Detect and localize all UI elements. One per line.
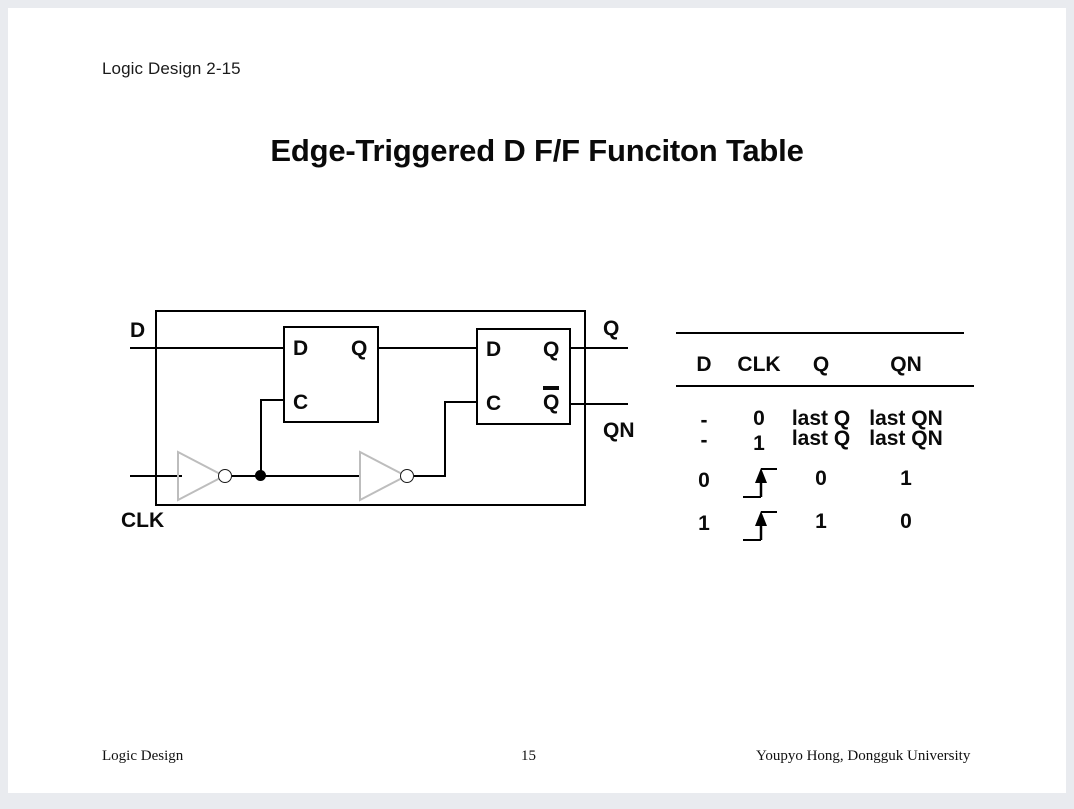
table-row: 1 [753, 432, 765, 455]
wire-master-q-to-slave-d [379, 347, 476, 349]
table-row: 1 [698, 512, 710, 535]
table-row: last QN [869, 407, 943, 430]
table-header-q: Q [812, 353, 830, 376]
table-row: - [700, 409, 708, 432]
clock-inverter-2-bubble [400, 469, 414, 483]
table-row: last QN [869, 427, 943, 450]
rising-edge-icon [743, 468, 777, 498]
wire-clk-input [130, 475, 182, 477]
table-header-clk: CLK [737, 353, 781, 376]
clock-inverter-1-bubble [218, 469, 232, 483]
footer-page-number: 15 [521, 748, 536, 764]
table-row: last Q [791, 427, 851, 450]
port-label-d: D [130, 319, 146, 342]
page-title: Edge-Triggered D F/F Funciton Table [270, 133, 804, 168]
function-table: D CLK Q QN - 0 last Q last QN - 1 last Q… [668, 323, 978, 558]
table-row: - [700, 429, 708, 452]
wire-inv2-out [414, 475, 446, 477]
wire-d-input [130, 347, 285, 349]
flipflop-outer-boundary [155, 310, 586, 506]
table-row: 0 [753, 407, 765, 430]
slave-latch-pin-q: Q [543, 338, 560, 361]
slave-latch-box [476, 328, 571, 425]
slide-header: Logic Design 2-15 [102, 59, 241, 78]
table-row: 0 [698, 469, 710, 492]
wire-inv2-to-slave-c [444, 401, 446, 477]
port-label-qn: QN [603, 419, 635, 442]
rising-edge-icon [743, 511, 777, 541]
master-latch-pin-c: C [293, 391, 309, 414]
footer-left: Logic Design [102, 748, 184, 764]
slave-latch-pin-qbar: Q [543, 386, 560, 413]
footer-right: Youpyo Hong, Dongguk University [756, 748, 971, 764]
table-row: 1 [815, 510, 827, 533]
table-row: 1 [900, 467, 912, 490]
clock-inverter-1-icon [177, 450, 227, 502]
master-latch-box [283, 326, 379, 423]
table-row: 0 [900, 510, 912, 533]
wire-qn-output [571, 403, 628, 405]
table-rule-header [676, 385, 974, 387]
wire-inv1-to-junction [232, 475, 265, 477]
wire-junction-to-master-c [260, 399, 262, 477]
slave-latch-pin-c: C [486, 392, 502, 415]
port-label-q: Q [603, 317, 620, 340]
slave-latch-pin-d: D [486, 338, 502, 361]
table-header-qn: QN [890, 353, 922, 376]
master-latch-pin-d: D [293, 337, 309, 360]
slide-canvas: Logic Design 2-15 Edge-Triggered D F/F F… [8, 8, 1066, 793]
table-header-d: D [696, 353, 712, 376]
wire-q-output [571, 347, 628, 349]
table-rule-top [676, 332, 964, 334]
master-latch-pin-q: Q [351, 337, 368, 360]
wire-to-slave-c [444, 401, 478, 403]
port-label-clk: CLK [121, 509, 165, 532]
table-row: 0 [815, 467, 827, 490]
circuit-diagram: D D C Q D C Q Q Q QN CLK [108, 298, 635, 548]
table-row: last Q [791, 407, 851, 430]
wire-junction-to-inv2 [265, 475, 360, 477]
clock-inverter-2-icon [359, 450, 409, 502]
wire-to-master-c [260, 399, 285, 401]
